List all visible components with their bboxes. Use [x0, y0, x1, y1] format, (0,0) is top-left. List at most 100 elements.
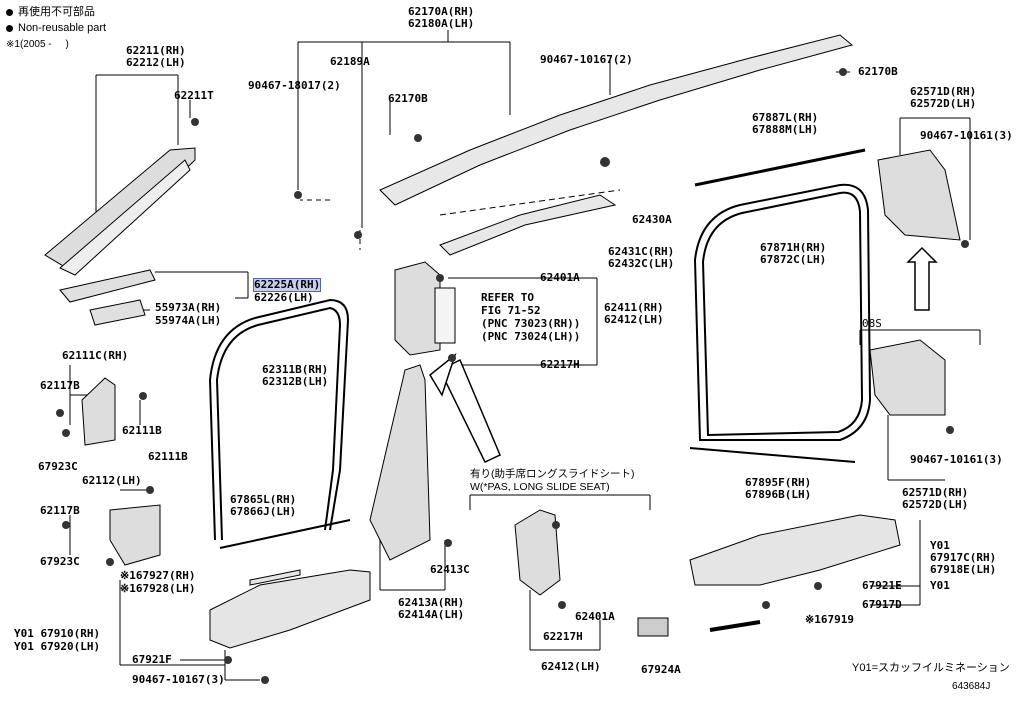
part-label[interactable]: 67923C: [38, 460, 78, 473]
legend-reuse-jp: 再使用不可部品: [6, 6, 95, 19]
part-label[interactable]: 62431C(RH): [608, 245, 675, 258]
quarter-trim-08s: [869, 339, 946, 416]
legend-text: 再使用不可部品: [18, 6, 95, 18]
part-label[interactable]: 62111B: [148, 450, 188, 463]
part-label[interactable]: ※167927(RH): [120, 569, 196, 582]
refer-note: (PNC 73023(RH)): [481, 317, 581, 330]
fasteners: [56, 68, 969, 684]
center-pillar-long-slide: [514, 509, 561, 596]
part-label[interactable]: 62312B(LH): [262, 375, 329, 388]
part-label[interactable]: 90467-10167(2): [540, 53, 633, 66]
direction-arrow: [429, 352, 501, 463]
part-label[interactable]: 62432C(LH): [608, 257, 675, 270]
quarter-trim-upper: [877, 149, 961, 241]
part-label[interactable]: 67921F: [132, 653, 172, 666]
part-label[interactable]: 62414A(LH): [398, 608, 465, 621]
seat-note-en: W(*PAS, LONG SLIDE SEAT): [470, 481, 610, 493]
part-label[interactable]: 67896B(LH): [745, 488, 812, 501]
refer-note: (PNC 73024(LH)): [481, 330, 581, 343]
footnote: Y01=スカッフイルミネーション: [852, 662, 1010, 674]
part-label[interactable]: 62413A(RH): [398, 596, 465, 609]
part-label[interactable]: 62572D(LH): [910, 97, 977, 110]
part-label[interactable]: Y01 67910(RH): [14, 627, 101, 640]
legend-text: Non-reusable part: [18, 22, 107, 34]
seat-note-jp: 有り(助手席ロングスライドシート): [470, 468, 635, 480]
part-label[interactable]: Y01: [930, 539, 950, 552]
part-label[interactable]: Y01: [930, 579, 950, 592]
part-label[interactable]: 62430A: [632, 213, 672, 226]
part-label[interactable]: 62180A(LH): [408, 17, 475, 30]
part-label[interactable]: 62311B(RH): [262, 363, 329, 376]
center-pillar-upper: [394, 261, 456, 356]
part-label[interactable]: 62117B: [40, 379, 80, 392]
part-label[interactable]: 67887L(RH): [752, 111, 819, 124]
part-label[interactable]: 62170B: [858, 65, 898, 78]
roof-drip-weatherstrip: [694, 148, 866, 187]
part-label[interactable]: 67923C: [40, 555, 80, 568]
part-label-highlighted[interactable]: 62225A(RH): [252, 278, 322, 292]
part-label[interactable]: 62111B: [122, 424, 162, 437]
part-label[interactable]: 62117B: [40, 504, 80, 517]
part-label[interactable]: 62413C: [430, 563, 470, 576]
part-label[interactable]: 67924A: [641, 663, 681, 676]
part-label[interactable]: 55973A(RH): [155, 301, 222, 314]
bullet-icon: [6, 24, 13, 32]
part-label[interactable]: 62217H: [540, 358, 580, 371]
part-label[interactable]: 62571D(RH): [902, 486, 969, 499]
rear-scuff-plate: [689, 514, 901, 586]
part-label[interactable]: 62211T: [174, 89, 214, 102]
door-opening-weatherstrip-rear: [693, 183, 872, 441]
part-label[interactable]: Y01 67920(LH): [14, 640, 101, 653]
part-label[interactable]: 67917C(RH): [930, 551, 997, 564]
scuff-strip-front: [219, 519, 351, 549]
legend-reuse-en: Non-reusable part: [6, 22, 106, 35]
part-label[interactable]: 90467-10161(3): [910, 453, 1003, 466]
part-label[interactable]: 90467-18017(2): [248, 79, 341, 92]
rear-scuff-strip: [689, 447, 856, 463]
part-label[interactable]: 62572D(LH): [902, 498, 969, 511]
part-label[interactable]: 62401A: [575, 610, 615, 623]
section-label: 08S: [862, 317, 882, 330]
part-label[interactable]: 62112(LH): [82, 474, 142, 487]
part-label[interactable]: 67918E(LH): [930, 563, 997, 576]
part-label[interactable]: 62111C(RH): [62, 349, 129, 362]
legend-note: ※1(2005 - ): [6, 39, 69, 50]
part-label[interactable]: 62217H: [543, 630, 583, 643]
up-arrow: [906, 246, 938, 311]
part-label[interactable]: 62170A(RH): [408, 5, 475, 18]
part-label[interactable]: 62212(LH): [126, 56, 186, 69]
part-label[interactable]: ※167928(LH): [120, 582, 196, 595]
part-label[interactable]: 67866J(LH): [230, 505, 297, 518]
part-label[interactable]: 62571D(RH): [910, 85, 977, 98]
part-label[interactable]: 67921E: [862, 579, 902, 592]
refer-note: REFER TO: [481, 291, 534, 304]
part-label[interactable]: 62412(LH): [604, 313, 664, 326]
part-label[interactable]: 62412(LH): [541, 660, 601, 673]
part-label[interactable]: 62211(RH): [126, 44, 186, 57]
part-label[interactable]: 62411(RH): [604, 301, 664, 314]
part-label[interactable]: 90467-10161(3): [920, 129, 1013, 142]
diagram-id: 643684J: [952, 681, 991, 692]
part-label[interactable]: 90467-10167(3): [132, 673, 225, 686]
part-label[interactable]: 62189A: [330, 55, 370, 68]
clip-67924A: [637, 617, 669, 637]
part-label[interactable]: 55974A(LH): [155, 314, 222, 327]
rear-scuff-garnish: [709, 620, 761, 632]
part-label[interactable]: 62401A: [540, 271, 580, 284]
part-label[interactable]: ※167919: [805, 613, 854, 626]
bullet-icon: [6, 8, 13, 16]
part-label[interactable]: 67872C(LH): [760, 253, 827, 266]
part-label[interactable]: 67888M(LH): [752, 123, 819, 136]
roof-rail-assembly: [300, 34, 854, 256]
refer-note: FIG 71-52: [481, 304, 541, 317]
part-label[interactable]: 67917D: [862, 598, 902, 611]
part-label[interactable]: 67895F(RH): [745, 476, 812, 489]
part-label[interactable]: 62170B: [388, 92, 428, 105]
door-opening-weatherstrip-front: [208, 298, 350, 541]
part-label[interactable]: 67871H(RH): [760, 241, 827, 254]
cowl-side-trim-upper: [81, 377, 161, 566]
part-label[interactable]: 62226(LH): [254, 291, 314, 304]
part-label[interactable]: 67865L(RH): [230, 493, 297, 506]
